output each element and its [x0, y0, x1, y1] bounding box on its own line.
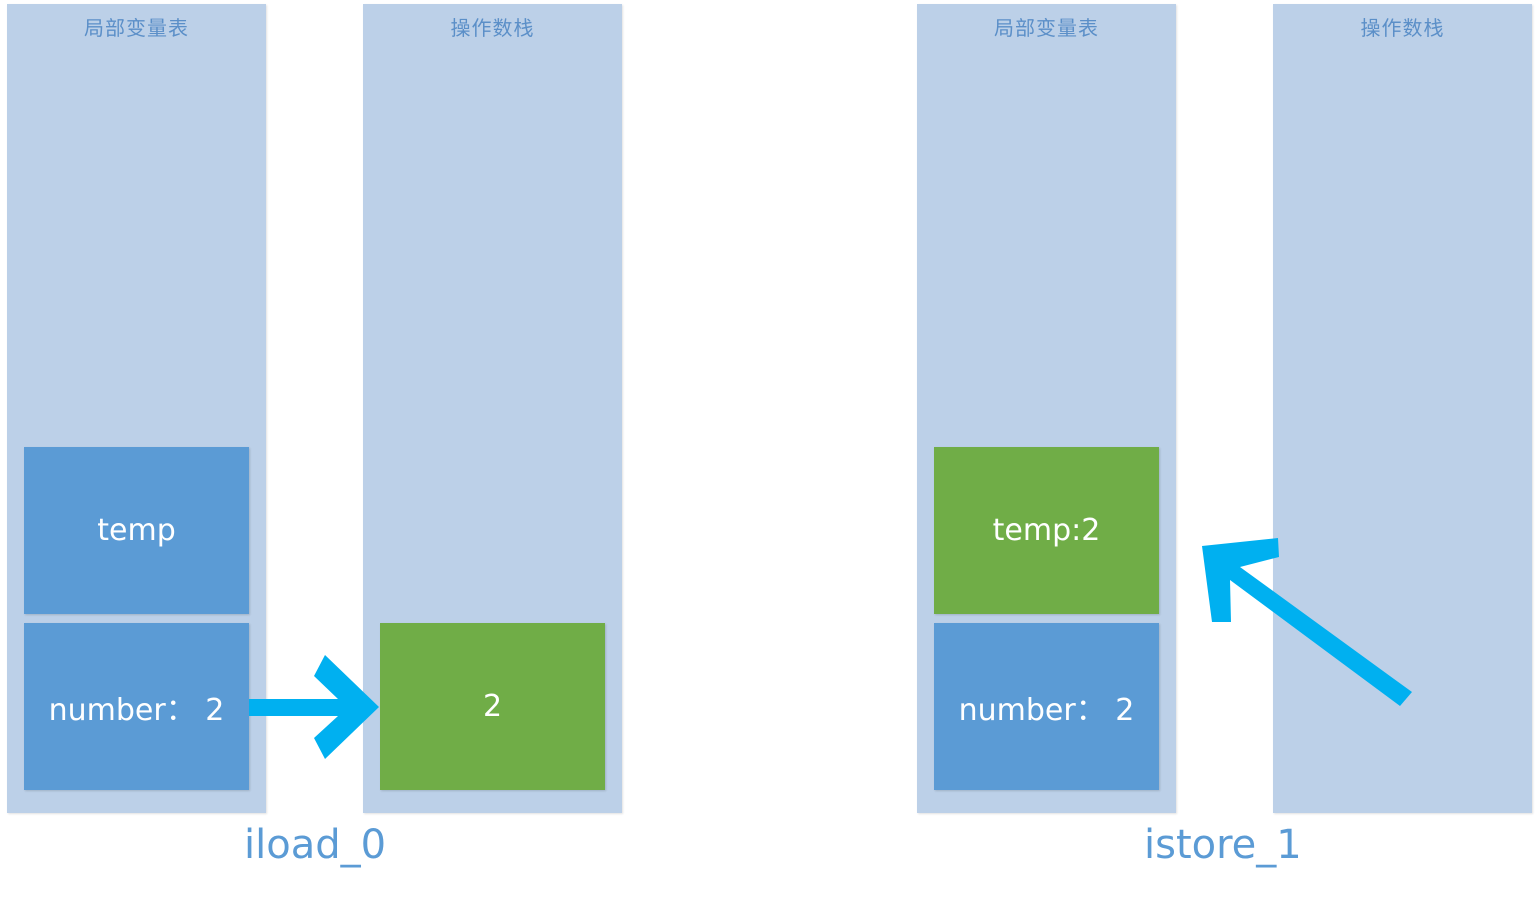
left-stack-title: 操作数栈	[450, 16, 535, 40]
left-instruction-caption: iload_0	[244, 822, 387, 868]
right-instruction-caption: istore_1	[1144, 822, 1302, 868]
right-locals-title: 局部变量表	[994, 16, 1099, 40]
left-local-temp-cell: temp	[24, 447, 249, 614]
right-local-temp-cell: temp:2	[934, 447, 1159, 614]
right-stack-column: 操作数栈	[1273, 4, 1532, 813]
left-local-number-cell: number： 2	[24, 623, 249, 790]
left-stack-value-cell: 2	[380, 623, 605, 790]
right-local-number-cell: number： 2	[934, 623, 1159, 790]
left-locals-title: 局部变量表	[84, 16, 189, 40]
right-stack-title: 操作数栈	[1360, 16, 1445, 40]
